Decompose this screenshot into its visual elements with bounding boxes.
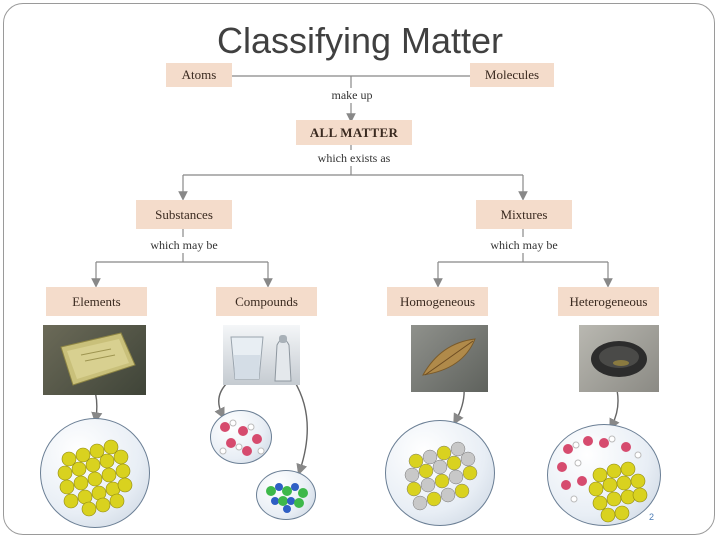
may-be-right-label: which may be (480, 238, 568, 253)
slide-title: Classifying Matter (216, 20, 504, 61)
all-matter-node: ALL MATTER (296, 120, 412, 145)
slide-frame (3, 3, 715, 535)
heterogeneous-node: Heterogeneous (558, 287, 659, 316)
salt-molecular-sphere (256, 470, 316, 520)
atoms-node: Atoms (166, 63, 232, 87)
leaf-photo (411, 325, 488, 392)
water-molecular-sphere (210, 410, 272, 464)
molecules-node: Molecules (470, 63, 554, 87)
homogeneous-node: Homogeneous (387, 287, 488, 316)
page-number: 2 (648, 512, 654, 522)
make-up-label: make up (325, 88, 379, 103)
gold-bar-photo (43, 325, 146, 395)
mixtures-node: Mixtures (476, 200, 572, 229)
heterogeneous-molecular-sphere (547, 424, 661, 526)
substances-node: Substances (136, 200, 232, 229)
elements-molecular-sphere (40, 418, 150, 528)
may-be-left-label: which may be (140, 238, 228, 253)
elements-node: Elements (46, 287, 147, 316)
glass-and-shaker-photo (223, 325, 300, 385)
compounds-node: Compounds (216, 287, 317, 316)
gold-pan-photo (579, 325, 659, 392)
homogeneous-molecular-sphere (385, 420, 495, 526)
exists-as-label: which exists as (300, 151, 408, 166)
